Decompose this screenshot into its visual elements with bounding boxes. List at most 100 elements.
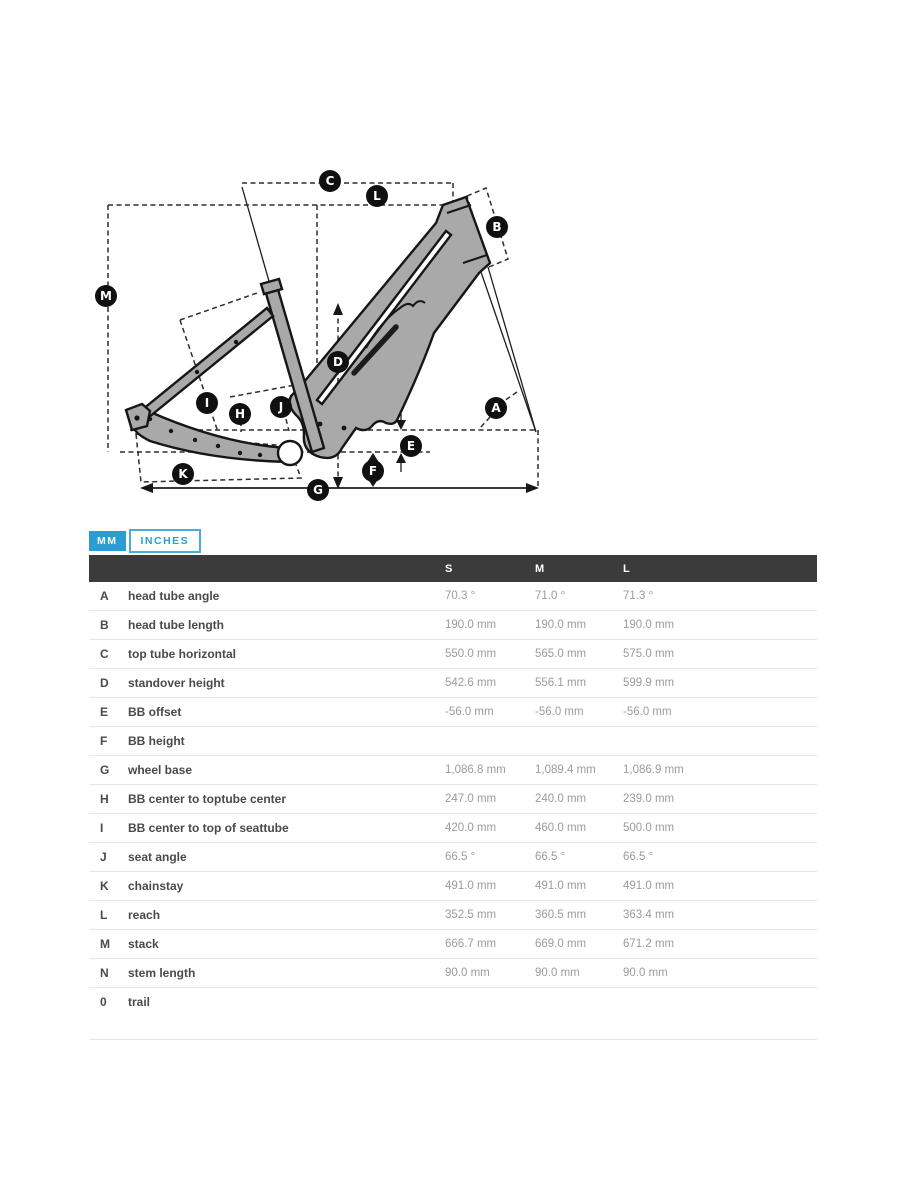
row-value: 599.9 mm	[623, 668, 817, 698]
diagram-label-B: B	[486, 216, 508, 238]
row-label: seat angle	[128, 842, 445, 872]
size-header-S: S	[445, 562, 453, 575]
row-value: -56.0 mm	[445, 697, 535, 727]
row-value: 671.2 mm	[623, 929, 817, 959]
diagram-label-F: F	[362, 460, 384, 482]
row-value	[623, 987, 817, 1040]
svg-text:M: M	[100, 289, 112, 303]
row-label: reach	[128, 900, 445, 930]
row-letter: A	[89, 582, 128, 611]
row-value	[445, 726, 535, 756]
row-label: standover height	[128, 668, 445, 698]
row-letter: J	[89, 842, 128, 872]
battery-slot	[351, 324, 399, 376]
diagram-label-G: G	[307, 479, 329, 501]
size-header-L: L	[623, 562, 631, 575]
row-value: 352.5 mm	[445, 900, 535, 930]
row-value: 460.0 mm	[535, 813, 623, 843]
svg-text:K: K	[178, 467, 188, 481]
diagram-label-C: C	[319, 170, 341, 192]
row-label: BB center to top of seattube	[128, 813, 445, 843]
diagram-labels: A B C D E F G HI J K L M	[95, 170, 508, 501]
diagram-label-H: H	[229, 403, 251, 425]
row-value: 360.5 mm	[535, 900, 623, 930]
row-value: 500.0 mm	[623, 813, 817, 843]
row-value: 666.7 mm	[445, 929, 535, 959]
row-value: 66.5 °	[445, 842, 535, 872]
row-value: 1,086.8 mm	[445, 755, 535, 785]
row-label: stack	[128, 929, 445, 959]
row-label: top tube horizontal	[128, 639, 445, 669]
diagram-label-J: J	[270, 396, 292, 418]
row-letter: N	[89, 958, 128, 988]
main-frame-body	[288, 195, 492, 460]
row-letter: D	[89, 668, 128, 698]
row-letter: C	[89, 639, 128, 669]
diagram-label-I: I	[196, 392, 218, 414]
diagram-label-D: D	[327, 351, 349, 373]
row-label: BB center to toptube center	[128, 784, 445, 814]
row-value: 1,086.9 mm	[623, 755, 817, 785]
row-value: 71.0 °	[535, 582, 623, 611]
row-letter: K	[89, 871, 128, 901]
row-label: stem length	[128, 958, 445, 988]
unit-tabs: MM INCHES	[89, 528, 202, 554]
row-value: -56.0 mm	[535, 697, 623, 727]
row-value	[535, 726, 623, 756]
row-value	[445, 987, 535, 1040]
diagram-label-A: A	[485, 397, 507, 419]
fork-line	[487, 266, 537, 433]
row-value: 491.0 mm	[445, 871, 535, 901]
headset-lines	[446, 204, 488, 264]
row-label: head tube angle	[128, 582, 445, 611]
wheelbase-arrow	[140, 483, 539, 493]
row-value	[623, 726, 817, 756]
tab-inches[interactable]: INCHES	[128, 528, 202, 554]
row-value: 565.0 mm	[535, 639, 623, 669]
row-value: 90.0 mm	[535, 958, 623, 988]
row-value: 420.0 mm	[445, 813, 535, 843]
row-value: 190.0 mm	[445, 610, 535, 640]
row-value: 239.0 mm	[623, 784, 817, 814]
diagram-label-L: L	[366, 185, 388, 207]
header-spacer	[128, 555, 445, 582]
diagram-label-M: M	[95, 285, 117, 307]
battery-hump	[365, 300, 426, 349]
row-value: 240.0 mm	[535, 784, 623, 814]
row-value: 363.4 mm	[623, 900, 817, 930]
row-value: 90.0 mm	[445, 958, 535, 988]
row-value: 669.0 mm	[535, 929, 623, 959]
seat-clamp	[259, 277, 284, 296]
bike-geometry-diagram: A B C D E F G HI J K L M	[95, 170, 539, 501]
row-letter: B	[89, 610, 128, 640]
tab-mm[interactable]: MM	[89, 530, 126, 552]
row-value: 247.0 mm	[445, 784, 535, 814]
row-value: 190.0 mm	[623, 610, 817, 640]
row-value: 71.3 °	[623, 582, 817, 611]
svg-text:F: F	[369, 464, 377, 478]
row-letter: 0	[89, 987, 128, 1040]
svg-text:E: E	[407, 439, 415, 453]
size-header-M: M	[535, 562, 545, 575]
row-letter: E	[89, 697, 128, 727]
row-value: 1,089.4 mm	[535, 755, 623, 785]
row-value: 542.6 mm	[445, 668, 535, 698]
row-label: chainstay	[128, 871, 445, 901]
header-spacer	[89, 555, 128, 582]
diagram-label-K: K	[172, 463, 194, 485]
svg-text:L: L	[373, 189, 381, 203]
row-value: 556.1 mm	[535, 668, 623, 698]
